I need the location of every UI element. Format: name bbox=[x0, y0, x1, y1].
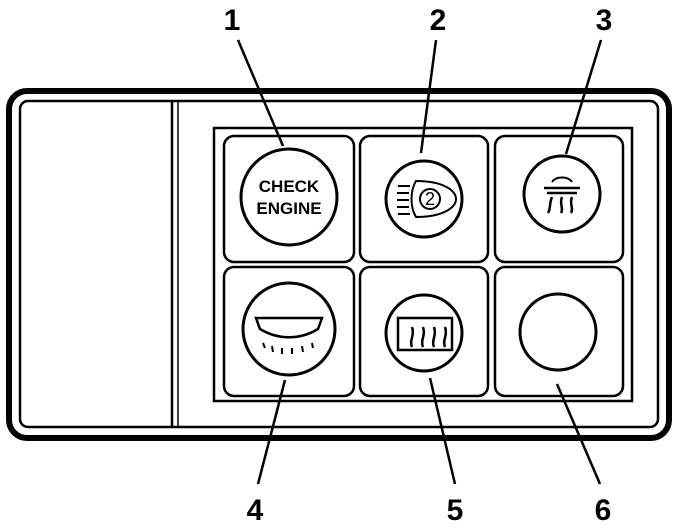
headlamp-lamp bbox=[384, 159, 464, 239]
lamp-cell-1 bbox=[222, 134, 356, 264]
callout-6: 6 bbox=[595, 494, 612, 527]
check-engine-line2: ENGINE bbox=[256, 199, 321, 218]
callout-2: 2 bbox=[430, 4, 447, 37]
rear-defogger-icon bbox=[396, 316, 454, 352]
panel-outer-frame bbox=[6, 88, 672, 441]
panel-inner-frame bbox=[18, 99, 660, 429]
defrost-window-icon bbox=[254, 316, 324, 354]
callout-3: 3 bbox=[596, 4, 613, 37]
lamp-cell-4 bbox=[222, 265, 356, 398]
callout-4: 4 bbox=[247, 494, 264, 527]
fog-lamp-icon bbox=[544, 176, 580, 214]
check-engine-lamp bbox=[239, 147, 339, 247]
headlamp-icon bbox=[397, 179, 458, 219]
lamp-cell-3 bbox=[493, 134, 625, 264]
callout-5: 5 bbox=[447, 494, 464, 527]
headlamp-level-number: 2 bbox=[425, 189, 435, 209]
lamp-cluster-frame bbox=[212, 126, 634, 403]
blank-lamp bbox=[518, 292, 598, 372]
lamp-cell-5 bbox=[358, 265, 490, 398]
defrost-lamp bbox=[241, 281, 337, 377]
fog-lamp bbox=[522, 154, 602, 234]
check-engine-line1: CHECK bbox=[259, 177, 320, 196]
lamp-cell-6 bbox=[493, 265, 625, 398]
callout-1: 1 bbox=[224, 4, 241, 37]
callout-leaders bbox=[236, 39, 603, 485]
rear-defogger-lamp bbox=[384, 293, 464, 373]
